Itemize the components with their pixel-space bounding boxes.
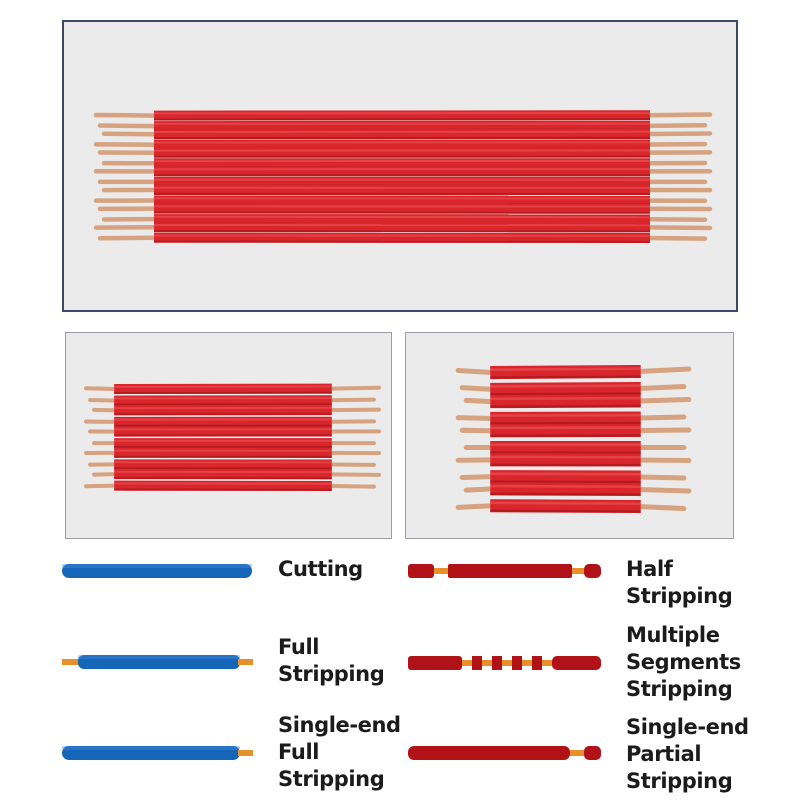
copper-strand	[636, 366, 692, 375]
copper-strand	[645, 131, 713, 137]
insulation-shadow	[490, 392, 641, 396]
single-end-full-wire-icon	[60, 743, 255, 763]
copper-strand	[327, 472, 381, 477]
legend-label-single-end-full-stripping: Single-end Full Stripping	[278, 713, 401, 791]
legend-label-single-end-partial-stripping: Single-end Partial Stripping	[626, 715, 749, 793]
single-end-partial-wire-icon	[406, 743, 603, 763]
insulation-highlight	[490, 384, 641, 388]
copper-strand	[645, 235, 708, 241]
legend-label-half-stripping: Half Stripping	[626, 557, 733, 608]
copper-strand	[636, 504, 687, 512]
wire-bundle-image	[84, 383, 381, 491]
legend-label-cutting: Cutting	[278, 557, 363, 581]
copper-strand	[463, 486, 495, 493]
insulation-shadow	[490, 492, 641, 496]
full-strip-wire-icon	[60, 652, 255, 672]
insulation-shadow	[490, 509, 641, 513]
red-insulation	[490, 364, 641, 380]
copper-strand	[84, 483, 119, 489]
copper-strand	[97, 235, 159, 241]
copper-strand	[84, 386, 119, 392]
legend-label-multiple-segments-stripping: Multiple Segments Stripping	[626, 623, 741, 701]
copper-strand	[645, 225, 713, 231]
half-strip-wire-icon	[406, 561, 603, 581]
red-insulation	[490, 482, 641, 497]
copper-strand	[645, 112, 713, 118]
cut-wire-icon	[60, 561, 255, 581]
copper-strand	[327, 483, 376, 489]
wire-bundle-image	[93, 110, 713, 243]
insulation-shadow	[490, 375, 641, 379]
red-insulation	[490, 381, 641, 396]
main-wire-photo	[62, 20, 738, 312]
copper-strand	[88, 397, 119, 403]
copper-strand	[645, 122, 708, 129]
red-insulation	[490, 499, 641, 514]
wire-bundle-image	[455, 364, 692, 514]
copper-strand	[636, 474, 687, 481]
right-wire-photo	[405, 332, 734, 539]
copper-strand	[459, 385, 495, 392]
copper-strand	[455, 415, 495, 421]
copper-strand	[455, 367, 495, 376]
insulation-highlight	[490, 484, 641, 488]
copper-strand	[636, 487, 692, 494]
left-wire-photo	[65, 332, 392, 539]
insulation-shadow	[490, 404, 641, 408]
insulation-highlight	[490, 367, 641, 371]
red-insulation	[490, 394, 641, 409]
copper-strand	[327, 385, 381, 391]
copper-strand	[636, 414, 687, 421]
copper-strand	[455, 503, 495, 510]
copper-strand	[636, 384, 687, 392]
copper-strand	[327, 397, 376, 403]
insulation-highlight	[490, 396, 641, 401]
copper-strand	[97, 123, 159, 129]
multi-segment-wire-icon	[406, 653, 603, 673]
insulation-highlight	[490, 501, 641, 505]
copper-strand	[93, 112, 159, 118]
copper-strand	[327, 407, 381, 413]
copper-strand	[636, 397, 692, 404]
copper-strand	[459, 474, 495, 480]
copper-strand	[463, 397, 495, 405]
legend-label-full-stripping: Full Stripping	[278, 635, 385, 686]
